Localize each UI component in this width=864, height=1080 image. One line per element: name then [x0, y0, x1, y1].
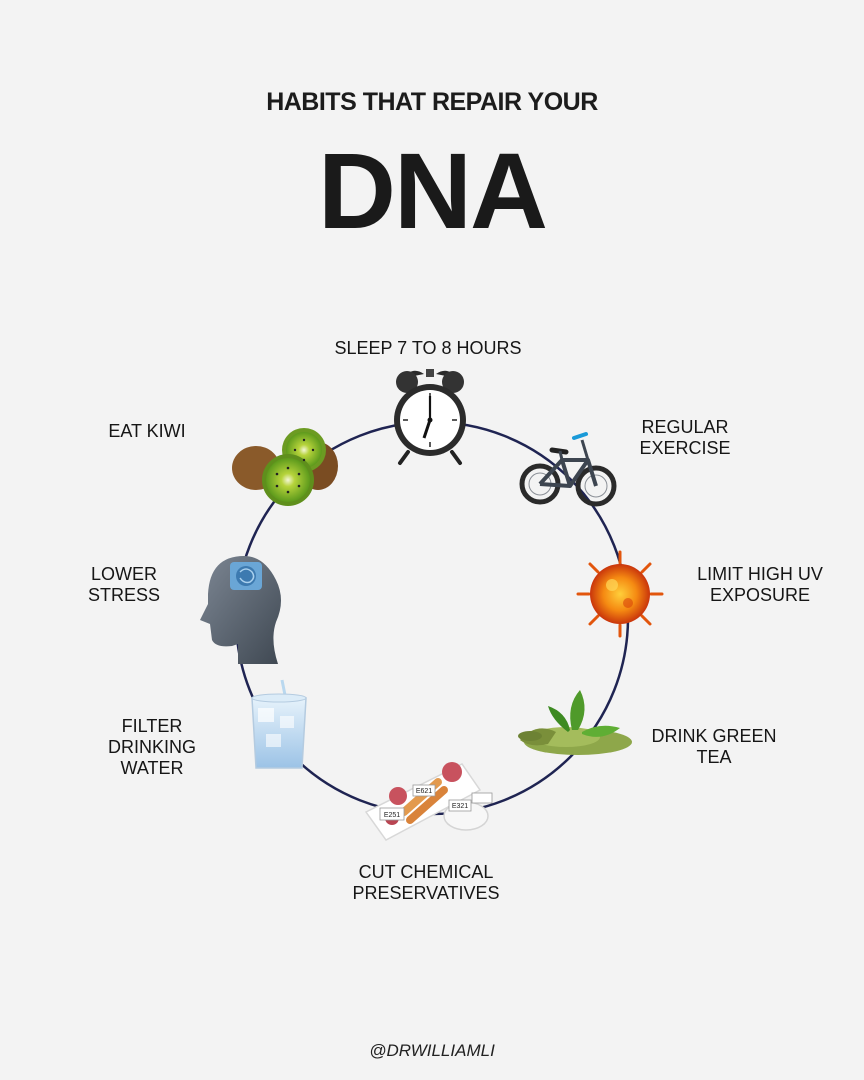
habit-label-stress: LOWER STRESS [87, 564, 161, 605]
food-tag-2-text: E621 [416, 788, 432, 795]
processed-food-icon: E251 E621 E321 [364, 762, 493, 841]
alarm-clock-icon [394, 369, 466, 465]
food-tag-1-text: E251 [384, 812, 400, 819]
habit-label-green-tea: DRINK GREEN TEA [651, 726, 777, 767]
water-glass-icon [251, 679, 307, 769]
habit-label-sleep: SLEEP 7 TO 8 HOURS [334, 338, 522, 358]
habit-label-water: FILTER DRINKING WATER [107, 716, 196, 778]
food-tag-2: E621 [412, 784, 436, 797]
habit-label-preservatives: CUT CHEMICAL PRESERVATIVES [352, 862, 500, 903]
habit-label-exercise: REGULAR EXERCISE [639, 417, 731, 458]
food-tag-1: E251 [379, 807, 405, 821]
bicycle-icon [519, 432, 617, 507]
habit-label-uv: LIMIT HIGH UV EXPOSURE [697, 564, 823, 605]
page-title: DNA [318, 130, 548, 251]
head-brain-icon [200, 556, 281, 664]
food-tag-3-text: E321 [452, 803, 468, 810]
page-subtitle: HABITS THAT REPAIR YOUR [266, 88, 598, 116]
author-handle: @DRWILLIAMLI [369, 1041, 495, 1060]
green-tea-icon [518, 690, 632, 755]
food-tag-3: E321 [448, 799, 472, 812]
sun-icon [576, 550, 664, 638]
kiwi-icon [232, 428, 338, 506]
habit-label-kiwi: EAT KIWI [108, 421, 186, 441]
